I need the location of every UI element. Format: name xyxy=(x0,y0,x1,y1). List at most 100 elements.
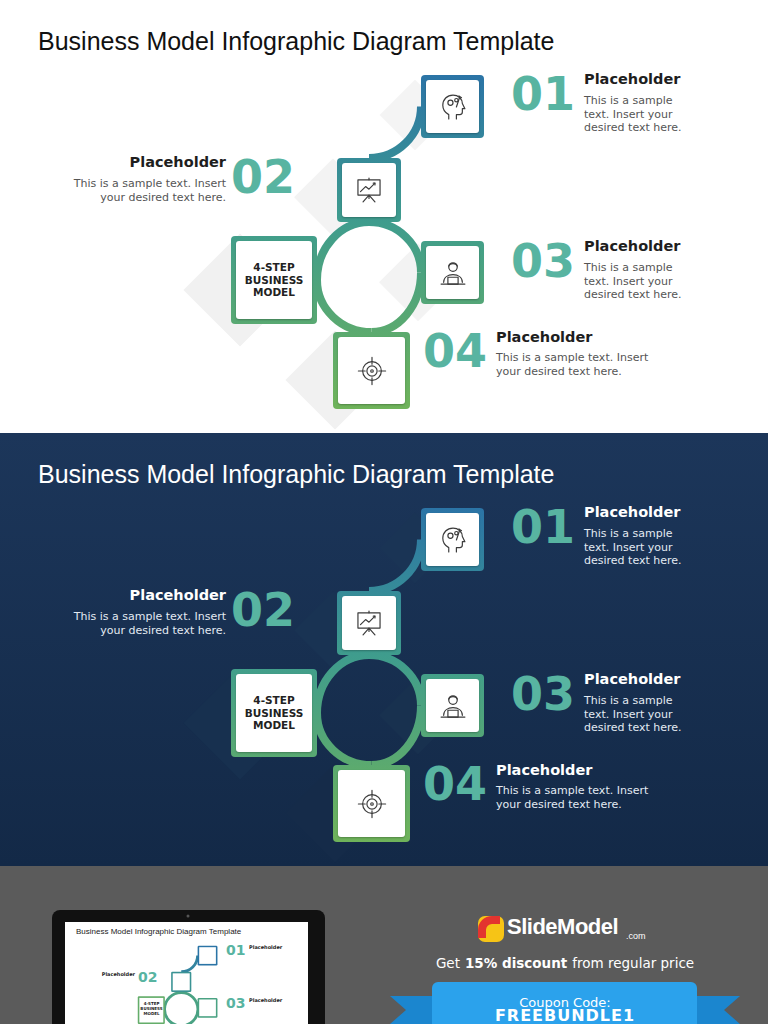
icon-stroke xyxy=(370,369,373,372)
step-box: 02PlaceholderThis is a sample text. Inse… xyxy=(337,591,401,655)
step-heading: Placeholder xyxy=(96,154,226,171)
step-box: 04PlaceholderThis is a sample text. Inse… xyxy=(333,765,410,842)
laptop-camera xyxy=(187,915,190,918)
icon-stroke xyxy=(373,616,375,618)
step-heading: Placeholder xyxy=(496,329,592,346)
brand-domain: .com xyxy=(626,932,646,941)
coupon-code: FREEBUNDLE1 xyxy=(440,1008,690,1024)
step-icon xyxy=(352,173,386,207)
slide-title: Business Model Infographic Diagram Templ… xyxy=(38,459,554,489)
connector-band xyxy=(317,222,369,280)
step-icon xyxy=(352,606,386,640)
step-heading: Placeholder xyxy=(584,238,680,255)
mini-heading: Placeholder xyxy=(100,972,135,977)
icon-stroke xyxy=(361,616,375,625)
connector-band xyxy=(369,222,421,273)
mini-box-face xyxy=(173,973,190,990)
step-box: 03PlaceholderThis is a sample text. Inse… xyxy=(421,241,484,304)
icon-stroke xyxy=(456,95,461,106)
mini-model-label: 4-STEP BUSINESS MODEL xyxy=(138,1001,165,1016)
connector-band xyxy=(372,273,422,333)
promo-banner: Get15% discountfrom regular price Busines… xyxy=(0,866,768,1024)
icon-stroke xyxy=(442,95,464,119)
mini-heading: Placeholder xyxy=(249,998,282,1003)
mini-box-face xyxy=(199,947,216,964)
step-text: This is a sample text. Insert your desir… xyxy=(64,610,226,637)
step-number: 02 xyxy=(231,587,295,633)
promo-art xyxy=(0,866,768,1024)
icon-stroke xyxy=(442,528,464,552)
dark-slide: 01PlaceholderThis is a sample text. Inse… xyxy=(0,433,768,866)
mini-ring xyxy=(165,993,198,1024)
box-face xyxy=(342,163,396,217)
model-box: 4-STEP BUSINESS MODEL xyxy=(231,236,317,324)
box-face xyxy=(342,596,396,650)
icon-stroke xyxy=(361,183,375,192)
icon-stroke xyxy=(366,365,376,375)
icon-stroke xyxy=(358,613,380,628)
step-icon xyxy=(355,354,389,388)
box-face xyxy=(338,770,405,837)
connector-band xyxy=(317,655,369,713)
discount-text: Get xyxy=(436,955,460,971)
connector-band xyxy=(369,655,421,706)
box-face xyxy=(426,246,479,299)
coupon-tab xyxy=(432,982,697,1024)
step-number: 04 xyxy=(423,761,487,807)
step-text: This is a sample text. Insert your desir… xyxy=(584,261,692,302)
icon-stroke xyxy=(448,695,457,704)
step-box: 04PlaceholderThis is a sample text. Inse… xyxy=(333,332,410,409)
step-number: 01 xyxy=(511,504,575,550)
icon-stroke xyxy=(447,533,452,538)
box-face xyxy=(426,679,479,732)
step-icon xyxy=(436,689,470,723)
mini-step-number: 02 xyxy=(138,970,157,984)
step-text: This is a sample text. Insert your desir… xyxy=(64,177,226,204)
step-text: This is a sample text. Insert your desir… xyxy=(496,351,661,378)
slide-title: Business Model Infographic Diagram Templ… xyxy=(38,26,554,56)
icon-stroke xyxy=(370,802,373,805)
step-text: This is a sample text. Insert your desir… xyxy=(584,694,692,735)
laptop-body xyxy=(52,910,325,1024)
step-heading: Placeholder xyxy=(496,762,592,779)
step-text: This is a sample text. Insert your desir… xyxy=(496,784,661,811)
mini-box xyxy=(171,972,191,992)
icon-stroke xyxy=(441,283,465,284)
step-icon xyxy=(436,256,470,290)
box-face xyxy=(338,337,405,404)
connector-band xyxy=(369,107,421,159)
step-heading: Placeholder xyxy=(584,671,680,688)
mini-step-number: 03 xyxy=(226,996,245,1010)
logo-mark xyxy=(478,916,504,942)
icon-stroke xyxy=(456,528,461,539)
step-icon xyxy=(355,787,389,821)
logo-mark-red xyxy=(478,916,500,938)
icon-stroke xyxy=(358,180,380,195)
icon-stroke xyxy=(447,100,452,105)
step-box: 01PlaceholderThis is a sample text. Inse… xyxy=(421,75,484,138)
step-heading: Placeholder xyxy=(96,587,226,604)
step-heading: Placeholder xyxy=(584,504,680,521)
discount-line: Get15% discountfrom regular price xyxy=(415,955,715,971)
step-number: 02 xyxy=(231,154,295,200)
icon-stroke xyxy=(363,611,375,635)
icon-stroke xyxy=(454,98,457,101)
model-label: 4-STEP BUSINESS MODEL xyxy=(240,261,308,299)
mini-box xyxy=(138,996,165,1024)
box-face xyxy=(426,80,479,133)
icon-stroke xyxy=(373,183,375,185)
mini-title: Business Model Infographic Diagram Templ… xyxy=(76,928,241,936)
mini-box xyxy=(198,998,218,1018)
mini-step-number: 01 xyxy=(226,943,245,957)
icon-stroke xyxy=(448,263,457,266)
icon-stroke xyxy=(441,716,465,717)
laptop-screen xyxy=(65,922,308,1024)
icon-stroke xyxy=(366,798,376,808)
box-face xyxy=(426,513,479,566)
step-number: 03 xyxy=(511,238,575,284)
step-box: 03PlaceholderThis is a sample text. Inse… xyxy=(421,674,484,737)
connector-band xyxy=(317,280,372,332)
model-label: 4-STEP BUSINESS MODEL xyxy=(240,694,308,732)
icon-stroke xyxy=(448,696,457,699)
